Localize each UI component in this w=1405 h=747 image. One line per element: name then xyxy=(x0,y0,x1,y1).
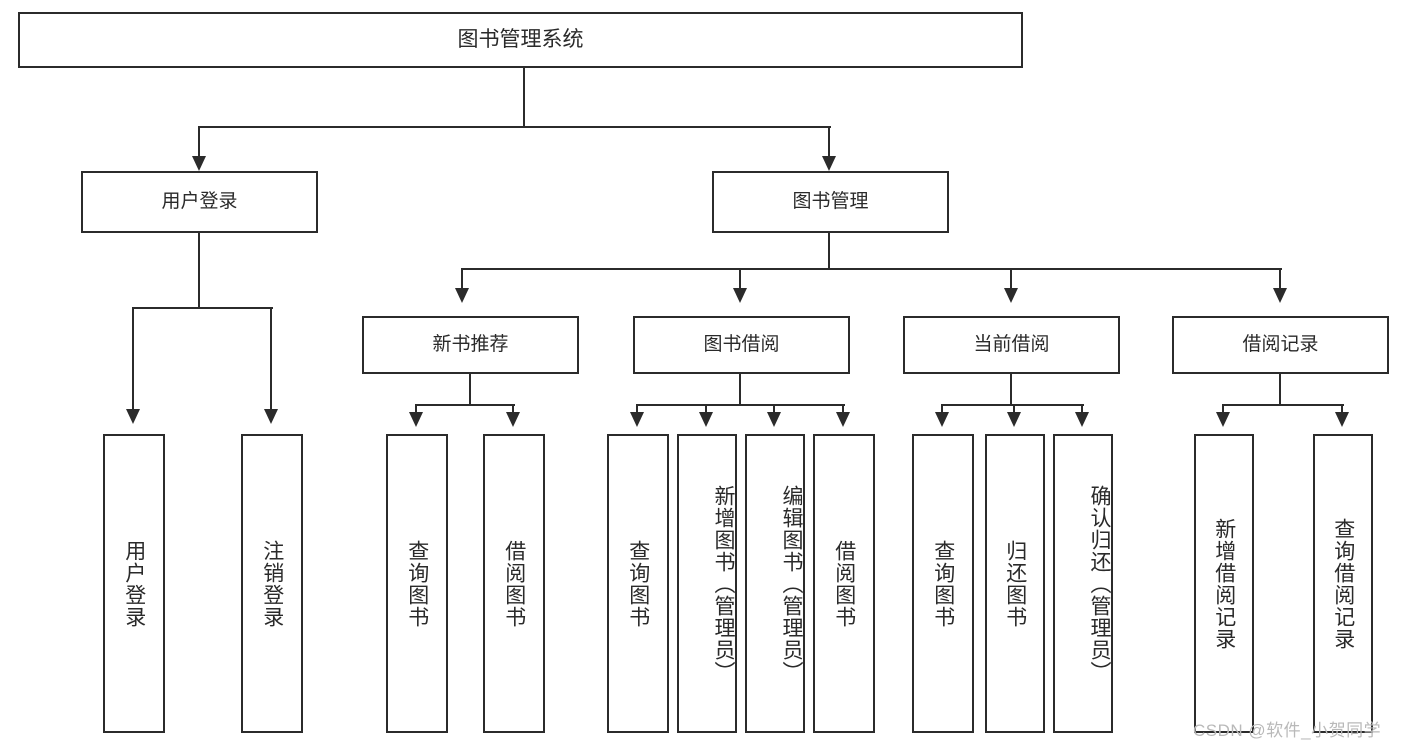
node-leaf-query-book-2[interactable]: 查询图书 xyxy=(607,434,669,733)
connector-line-vertical xyxy=(1081,404,1083,412)
arrowhead-icon xyxy=(1075,412,1089,427)
node-leaf-confirm-return[interactable]: 确认归还（管理员） xyxy=(1053,434,1113,733)
connector-line-vertical xyxy=(461,268,463,288)
node-leaf-edit-book[interactable]: 编辑图书（管理员） xyxy=(745,434,805,733)
connector-line-vertical xyxy=(773,404,775,412)
node-leaf-borrow-book-1[interactable]: 借阅图书 xyxy=(483,434,545,733)
connector-line-vertical xyxy=(1010,268,1012,288)
arrowhead-icon xyxy=(630,412,644,427)
node-leaf-query-book-3[interactable]: 查询图书 xyxy=(912,434,974,733)
connector-line-vertical xyxy=(739,374,741,404)
connector-line-vertical xyxy=(512,404,514,412)
node-borrow-record[interactable]: 借阅记录 xyxy=(1172,316,1389,374)
node-leaf-add-record[interactable]: 新增借阅记录 xyxy=(1194,434,1254,733)
connector-line-vertical xyxy=(198,233,200,307)
node-current-borrow[interactable]: 当前借阅 xyxy=(903,316,1120,374)
arrowhead-icon xyxy=(935,412,949,427)
node-leaf-user-login[interactable]: 用户登录 xyxy=(103,434,165,733)
arrowhead-icon xyxy=(836,412,850,427)
node-root[interactable]: 图书管理系统 xyxy=(18,12,1023,68)
node-leaf-query-record[interactable]: 查询借阅记录 xyxy=(1313,434,1373,733)
connector-line-horizontal xyxy=(636,404,845,406)
node-new-book-recommend[interactable]: 新书推荐 xyxy=(362,316,579,374)
node-leaf-query-book-1[interactable]: 查询图书 xyxy=(386,434,448,733)
connector-line-vertical xyxy=(1010,374,1012,404)
arrowhead-icon xyxy=(409,412,423,427)
node-book-manage[interactable]: 图书管理 xyxy=(712,171,949,233)
arrowhead-icon xyxy=(455,288,469,303)
connector-line-vertical xyxy=(1279,268,1281,288)
node-leaf-return-book[interactable]: 归还图书 xyxy=(985,434,1045,733)
connector-line-vertical xyxy=(941,404,943,412)
connector-line-vertical xyxy=(1279,374,1281,404)
connector-line-vertical xyxy=(1013,404,1015,412)
arrowhead-icon xyxy=(1216,412,1230,427)
connector-line-horizontal xyxy=(941,404,1084,406)
connector-line-horizontal xyxy=(132,307,273,309)
arrowhead-icon xyxy=(1007,412,1021,427)
connector-line-horizontal xyxy=(415,404,515,406)
connector-line-horizontal xyxy=(1222,404,1344,406)
connector-line-horizontal xyxy=(198,126,831,128)
connector-line-horizontal xyxy=(461,268,1282,270)
node-book-borrow[interactable]: 图书借阅 xyxy=(633,316,850,374)
arrowhead-icon xyxy=(1273,288,1287,303)
connector-line-vertical xyxy=(198,126,200,156)
connector-line-vertical xyxy=(1222,404,1224,412)
connector-line-vertical xyxy=(415,404,417,412)
connector-line-vertical xyxy=(828,233,830,268)
arrowhead-icon xyxy=(1335,412,1349,427)
connector-line-vertical xyxy=(132,307,134,409)
connector-line-vertical xyxy=(1341,404,1343,412)
arrowhead-icon xyxy=(264,409,278,424)
arrowhead-icon xyxy=(126,409,140,424)
arrowhead-icon xyxy=(822,156,836,171)
arrowhead-icon xyxy=(699,412,713,427)
node-leaf-logout[interactable]: 注销登录 xyxy=(241,434,303,733)
arrowhead-icon xyxy=(1004,288,1018,303)
connector-line-vertical xyxy=(739,268,741,288)
connector-line-vertical xyxy=(636,404,638,412)
node-leaf-borrow-book-2[interactable]: 借阅图书 xyxy=(813,434,875,733)
connector-line-vertical xyxy=(842,404,844,412)
node-user-login[interactable]: 用户登录 xyxy=(81,171,318,233)
connector-line-vertical xyxy=(705,404,707,412)
connector-line-vertical xyxy=(469,374,471,404)
arrowhead-icon xyxy=(506,412,520,427)
connector-line-vertical xyxy=(828,126,830,156)
arrowhead-icon xyxy=(192,156,206,171)
node-leaf-add-book[interactable]: 新增图书（管理员） xyxy=(677,434,737,733)
connector-line-vertical xyxy=(523,68,525,126)
arrowhead-icon xyxy=(767,412,781,427)
connector-line-vertical xyxy=(270,307,272,409)
arrowhead-icon xyxy=(733,288,747,303)
